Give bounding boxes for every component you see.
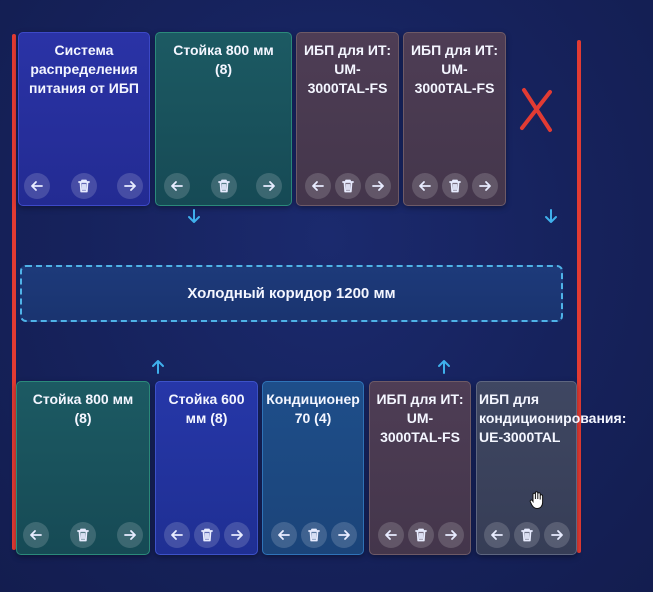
move-right-button[interactable]: [331, 522, 357, 548]
arrow-right-icon: [338, 530, 350, 540]
arrow-left-icon: [419, 181, 431, 191]
trash-icon: [77, 528, 89, 542]
move-left-button[interactable]: [484, 522, 510, 548]
arrow-left-icon: [171, 530, 183, 540]
arrow-left-icon: [171, 181, 183, 191]
top-card-ups-it-1[interactable]: ИБП для ИТ: UM- 3000TAL-FS: [296, 32, 399, 206]
arrow-right-icon: [263, 181, 275, 191]
move-left-button[interactable]: [271, 522, 297, 548]
move-left-button[interactable]: [164, 173, 190, 199]
trash-icon: [342, 179, 354, 193]
delete-button[interactable]: [194, 522, 220, 548]
arrow-left-icon: [31, 181, 43, 191]
card-title: Стойка 600 мм (8): [168, 391, 245, 426]
bottom-card-rack-600[interactable]: Стойка 600 мм (8): [155, 381, 258, 555]
move-right-button[interactable]: [256, 173, 282, 199]
grab-cursor-icon: [529, 491, 544, 510]
trash-icon: [308, 528, 320, 542]
delete-button[interactable]: [442, 173, 468, 199]
move-right-button[interactable]: [117, 522, 143, 548]
arrow-up-icon: [151, 359, 165, 375]
move-right-button[interactable]: [224, 522, 250, 548]
card-title: Стойка 800 мм (8): [32, 391, 134, 426]
arrow-right-icon: [372, 181, 384, 191]
card-title: ИБП для кондиционирования: UE-3000TAL: [479, 391, 627, 445]
arrow-right-icon: [231, 530, 243, 540]
move-left-button[interactable]: [23, 522, 49, 548]
delete-button[interactable]: [211, 173, 237, 199]
corridor-label: Холодный коридор 1200 мм: [187, 285, 396, 302]
delete-button[interactable]: [301, 522, 327, 548]
move-left-button[interactable]: [164, 522, 190, 548]
delete-button[interactable]: [70, 522, 96, 548]
delete-button[interactable]: [71, 173, 97, 199]
annotation-line-right: [577, 40, 581, 553]
arrow-right-icon: [445, 530, 457, 540]
arrow-right-icon: [124, 530, 136, 540]
bottom-card-rack-800[interactable]: Стойка 800 мм (8): [16, 381, 150, 555]
trash-icon: [449, 179, 461, 193]
arrow-left-icon: [491, 530, 503, 540]
annotation-x-mark-icon: [520, 88, 552, 132]
card-title: ИБП для ИТ: UM- 3000TAL-FS: [303, 42, 391, 96]
trash-icon: [521, 528, 533, 542]
move-right-button[interactable]: [438, 522, 464, 548]
arrow-left-icon: [30, 530, 42, 540]
top-card-ups-it-2[interactable]: ИБП для ИТ: UM- 3000TAL-FS: [403, 32, 506, 206]
move-right-button[interactable]: [365, 173, 391, 199]
arrow-right-icon: [551, 530, 563, 540]
bottom-card-ups-cooling[interactable]: ИБП для кондиционирования: UE-3000TAL: [476, 381, 626, 555]
arrow-left-icon: [312, 181, 324, 191]
top-card-ups-distribution[interactable]: Система распределения питания от ИБП: [18, 32, 150, 206]
top-card-rack-800[interactable]: Стойка 800 мм (8): [155, 32, 292, 206]
trash-icon: [415, 528, 427, 542]
card-title: ИБП для ИТ: UM- 3000TAL-FS: [376, 391, 464, 445]
arrow-right-icon: [479, 181, 491, 191]
cold-aisle-corridor: Холодный коридор 1200 мм: [20, 265, 563, 322]
move-left-button[interactable]: [378, 522, 404, 548]
arrow-down-icon: [187, 208, 201, 224]
trash-icon: [201, 528, 213, 542]
trash-icon: [218, 179, 230, 193]
delete-button[interactable]: [335, 173, 361, 199]
annotation-line-left: [12, 34, 16, 550]
arrow-left-icon: [278, 530, 290, 540]
arrow-right-icon: [124, 181, 136, 191]
arrow-left-icon: [385, 530, 397, 540]
arrow-down-icon: [544, 208, 558, 224]
card-title: Стойка 800 мм (8): [173, 42, 274, 77]
trash-icon: [78, 179, 90, 193]
card-title: Кондиционер 70 (4): [266, 391, 360, 426]
bottom-card-air-conditioner[interactable]: Кондиционер 70 (4): [262, 381, 364, 555]
card-title: ИБП для ИТ: UM- 3000TAL-FS: [410, 42, 498, 96]
delete-button[interactable]: [408, 522, 434, 548]
move-right-button[interactable]: [117, 173, 143, 199]
card-title: Система распределения питания от ИБП: [29, 42, 139, 96]
move-left-button[interactable]: [305, 173, 331, 199]
bottom-card-ups-it[interactable]: ИБП для ИТ: UM- 3000TAL-FS: [369, 381, 471, 555]
delete-button[interactable]: [514, 522, 540, 548]
move-right-button[interactable]: [544, 522, 570, 548]
move-left-button[interactable]: [412, 173, 438, 199]
move-left-button[interactable]: [24, 173, 50, 199]
move-right-button[interactable]: [472, 173, 498, 199]
arrow-up-icon: [437, 359, 451, 375]
